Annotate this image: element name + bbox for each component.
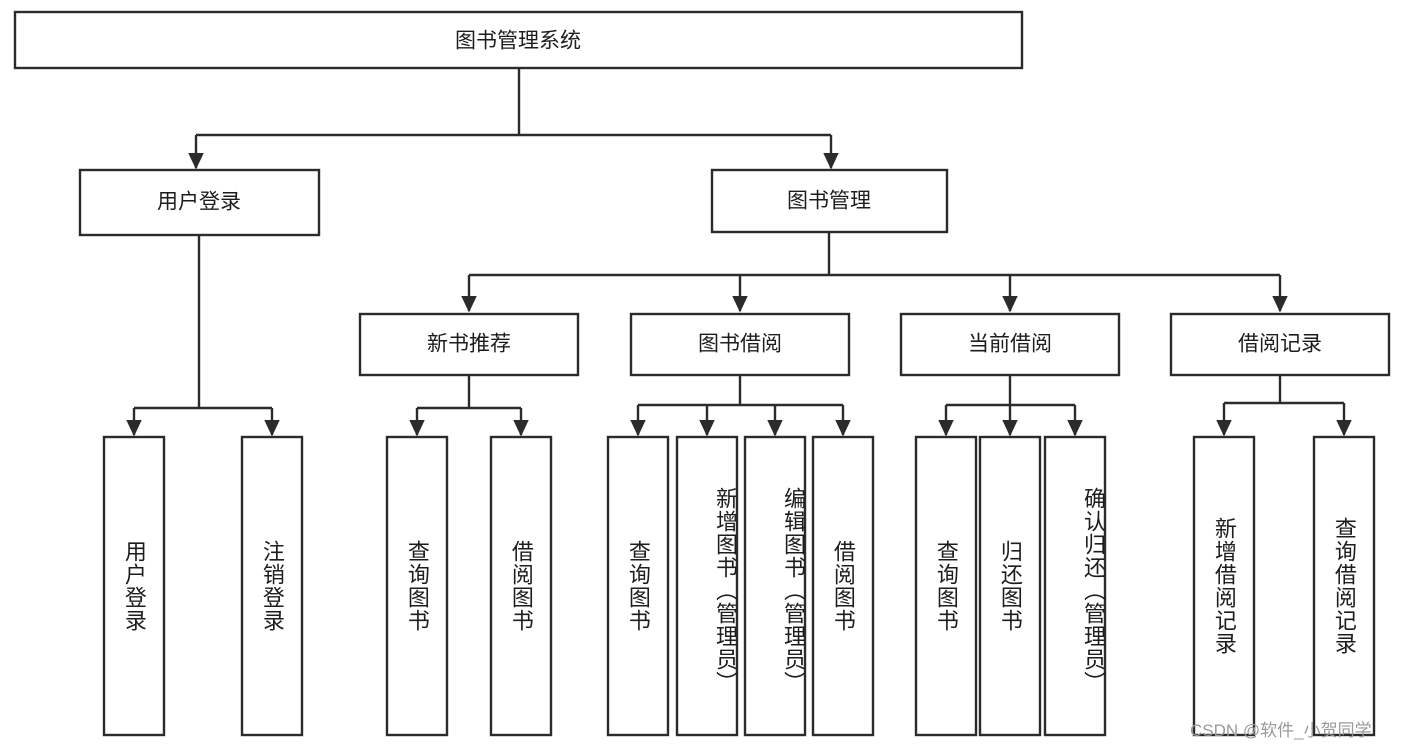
node-root-box[interactable] xyxy=(13,10,1024,70)
node-book-borrow[interactable]: 图书借阅 xyxy=(629,312,851,377)
node-leaf-return-book-box[interactable] xyxy=(978,435,1042,737)
connector-bookborrow-to-leaves xyxy=(630,375,851,437)
node-book-management-label: 图书管理 xyxy=(787,190,871,213)
node-user-login-box[interactable] xyxy=(78,168,321,237)
node-leaf-borrow-book-1-box[interactable] xyxy=(489,435,553,737)
node-new-book-recommend-box[interactable] xyxy=(358,312,580,377)
node-borrow-record-label: 借阅记录 xyxy=(1238,333,1322,356)
node-root[interactable]: 图书管理系统 xyxy=(13,10,1024,70)
node-current-borrow-label: 当前借阅 xyxy=(968,333,1052,356)
node-leaf-query-book-1-box[interactable] xyxy=(385,435,449,737)
connector-root-to-level2 xyxy=(188,68,839,170)
node-leaf-add-book-admin-box[interactable] xyxy=(675,435,739,737)
node-book-borrow-box[interactable] xyxy=(629,312,851,377)
node-leaf-add-borrow-record-box[interactable] xyxy=(1192,435,1256,737)
node-book-borrow-label: 图书借阅 xyxy=(698,333,782,356)
node-leaf-logout-login-box[interactable] xyxy=(240,435,304,737)
node-leaf-query-book-2-box[interactable] xyxy=(606,435,670,737)
node-leaf-query-borrow-record-box[interactable] xyxy=(1312,435,1376,737)
node-book-management[interactable]: 图书管理 xyxy=(710,168,949,234)
node-leaf-user-login-box[interactable] xyxy=(102,435,166,737)
node-leaf-edit-book-admin-box[interactable] xyxy=(743,435,807,737)
connector-borrowrecord-to-leaves xyxy=(1216,375,1352,437)
node-leaf-query-book-3-box[interactable] xyxy=(914,435,978,737)
node-leaf-confirm-return-admin-box[interactable] xyxy=(1043,435,1107,737)
node-user-login[interactable]: 用户登录 xyxy=(78,168,321,237)
node-new-book-recommend-label: 新书推荐 xyxy=(427,333,511,356)
node-root-label: 图书管理系统 xyxy=(455,30,581,53)
node-borrow-record[interactable]: 借阅记录 xyxy=(1169,312,1391,377)
node-leaf-borrow-book-2-box[interactable] xyxy=(811,435,875,737)
connector-newbook-to-leaves xyxy=(409,375,529,437)
node-current-borrow[interactable]: 当前借阅 xyxy=(899,312,1121,377)
connector-bookmgmt-to-level3 xyxy=(461,232,1288,313)
node-new-book-recommend[interactable]: 新书推荐 xyxy=(358,312,580,377)
node-borrow-record-box[interactable] xyxy=(1169,312,1391,377)
node-current-borrow-box[interactable] xyxy=(899,312,1121,377)
node-book-management-box[interactable] xyxy=(710,168,949,234)
connector-currentborrow-to-leaves xyxy=(938,375,1083,437)
node-user-login-label: 用户登录 xyxy=(157,191,241,214)
csdn-watermark: CSDN @软件_小贺同学 xyxy=(1190,721,1372,740)
connector-userlogin-to-leaves xyxy=(126,235,280,437)
